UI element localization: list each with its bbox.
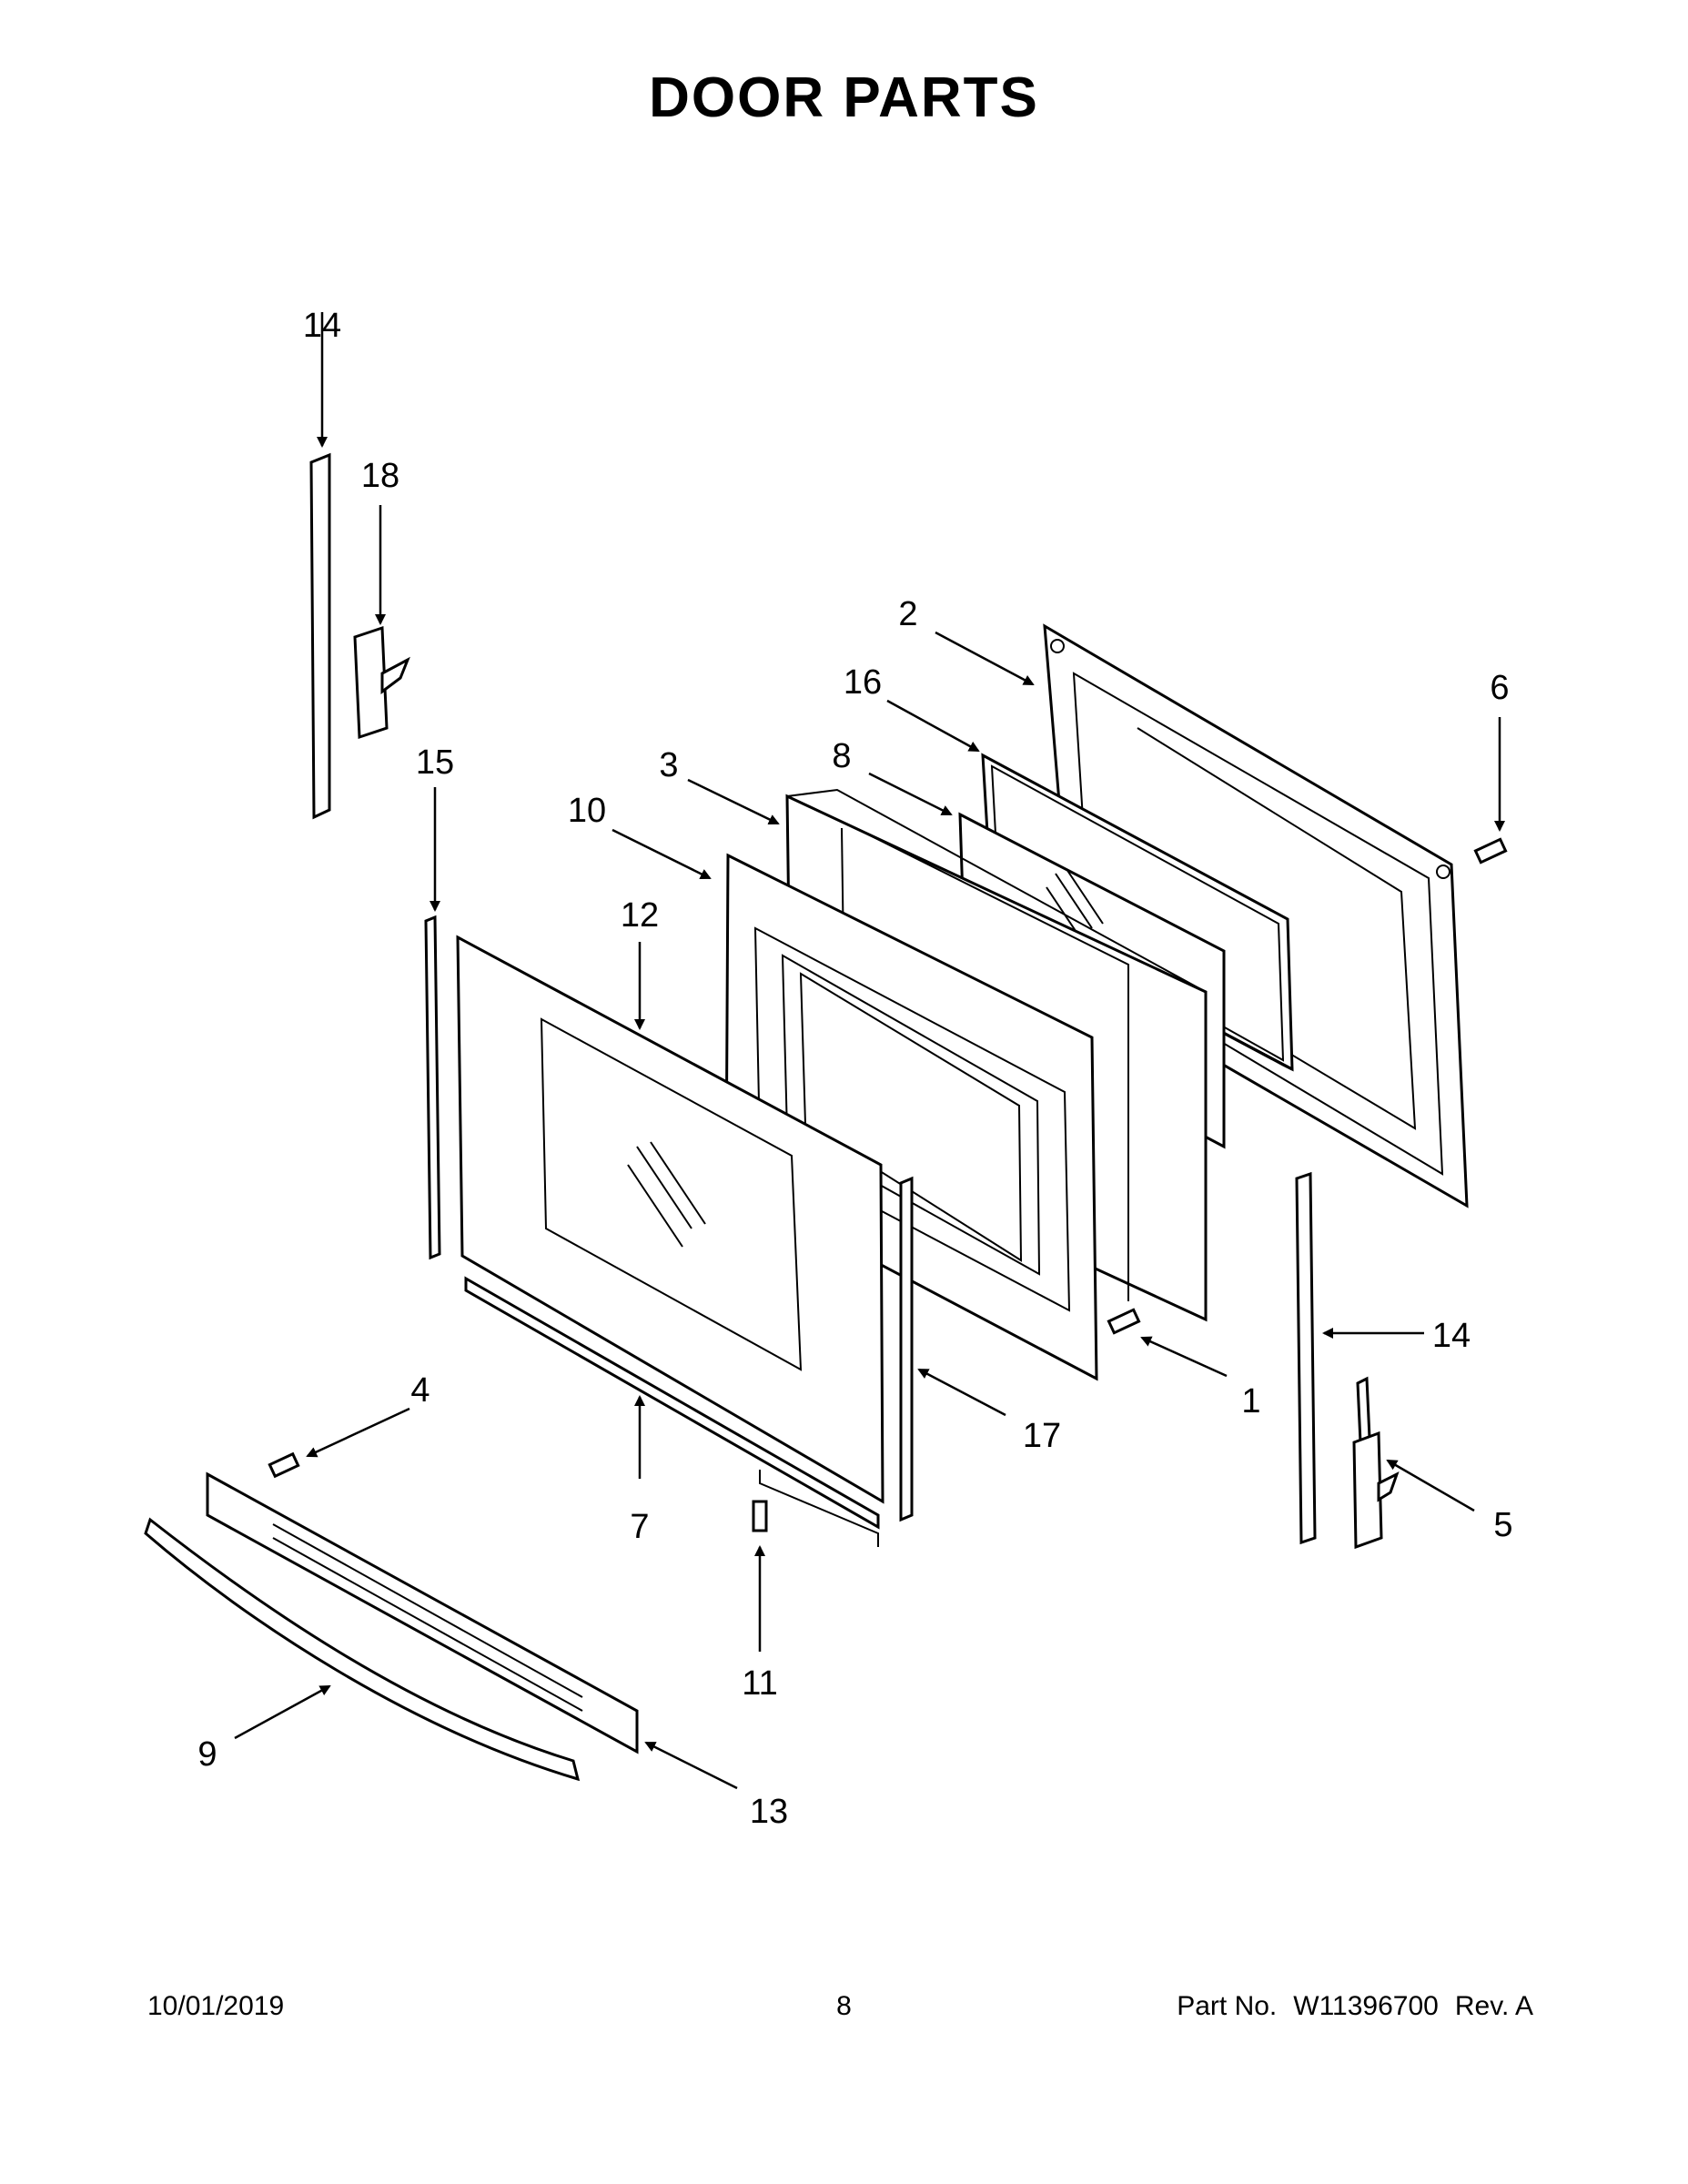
part-10-inner-door-liner [724,853,1098,1381]
callout-14: 14 [303,307,341,345]
footer-date: 10/01/2019 [147,1991,285,2021]
callout-8: 8 [832,737,851,775]
callout-6: 6 [1490,669,1509,707]
footer-page-number: 8 [836,1991,852,2021]
callout-15: 15 [416,743,454,782]
part-12-outer-door-frame [456,935,884,1504]
part-13-vent-panel [206,1471,639,1754]
callout-14-right: 14 [1432,1317,1471,1355]
callout-16: 16 [844,663,882,702]
footer-revision: Rev. A [1454,1991,1533,2021]
part-9-handle [144,1517,581,1782]
footer-part-label: Part No. [1177,1991,1278,2021]
part-4-screw [268,1451,300,1479]
part-6-screw [1473,837,1508,864]
callout-13: 13 [750,1793,788,1831]
leader-arrows [234,312,1505,1790]
part-14-hinge-bar-left [309,452,331,820]
part-15-left-trim [424,915,441,1260]
callout-1: 1 [1241,1382,1260,1421]
part-7-bottom-strip [464,1276,880,1530]
callout-12: 12 [621,896,659,935]
callout-7: 7 [630,1508,649,1546]
part-1-screw [1107,1308,1141,1335]
part-17-right-trim [899,1176,914,1522]
callout-17: 17 [1023,1417,1061,1455]
part-11-screw [752,1470,879,1547]
part-18-hinge [353,625,410,740]
page-title: DOOR PARTS [649,66,1039,129]
callout-2: 2 [898,595,917,633]
footer-part-value: W11396700 [1293,1991,1439,2021]
part-14-hinge-bar-right [1295,1171,1317,1545]
callout-5: 5 [1493,1506,1512,1544]
callout-18: 18 [361,457,399,495]
callout-3: 3 [659,746,678,784]
callout-9: 9 [197,1735,217,1774]
callout-4: 4 [410,1371,430,1410]
callout-10: 10 [568,792,606,830]
part-5-hinge [1352,1376,1400,1550]
callout-11: 11 [742,1664,777,1703]
footer-part-number: Part No. W11396700 Rev. A [1160,1991,1533,2022]
